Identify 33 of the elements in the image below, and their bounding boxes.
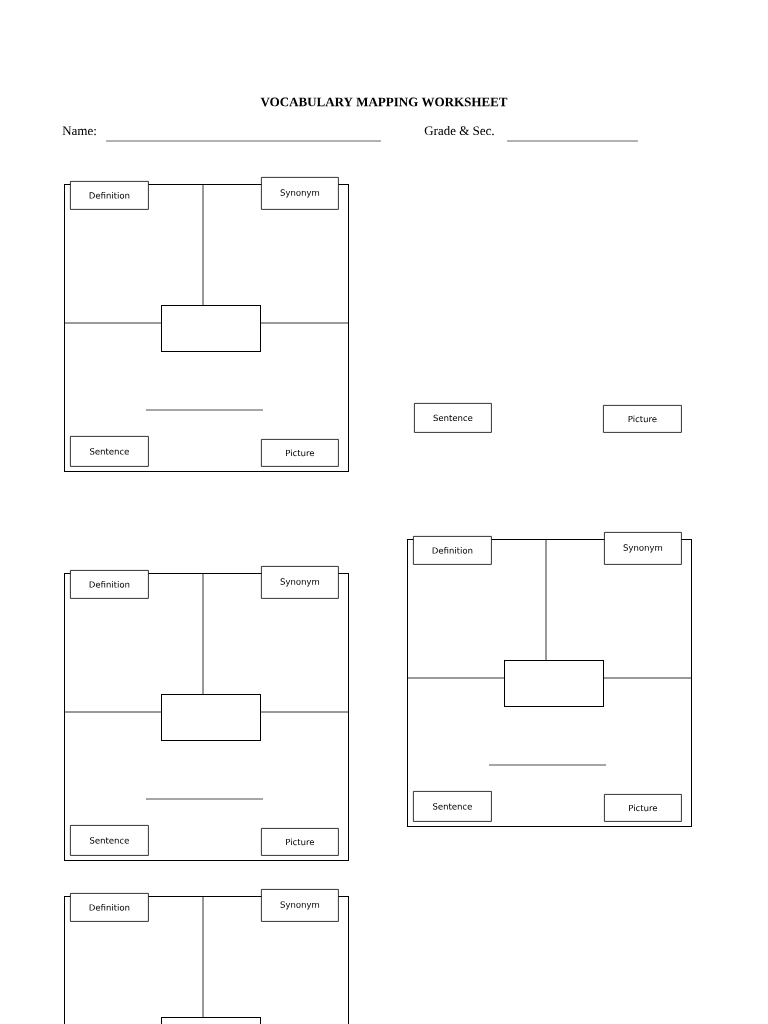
label-box: Picture (261, 828, 339, 856)
label-box: Sentence (70, 825, 149, 856)
label-box: Definition (413, 536, 492, 565)
label-box: Sentence (414, 403, 492, 433)
label-box: Sentence (70, 436, 149, 467)
label-box: Sentence (413, 791, 492, 822)
label-box: Synonym (261, 177, 339, 210)
connector-line (545, 538, 547, 661)
connector-line (259, 711, 349, 713)
label-box: Synonym (261, 566, 339, 599)
connector-line (202, 183, 204, 306)
field-label: Grade & Sec. (424, 126, 494, 136)
label-box: Definition (70, 570, 149, 599)
connector-line (202, 572, 204, 695)
word-box (161, 1017, 261, 1024)
label-box: Picture (603, 405, 682, 433)
word-box (504, 660, 604, 707)
label-box: Synonym (604, 532, 682, 565)
label-box: Definition (70, 181, 149, 210)
connector-line (406, 677, 505, 679)
connector-line (259, 322, 349, 324)
label-box: Definition (70, 893, 149, 922)
field-label: Name: (62, 126, 96, 136)
word-box (161, 694, 261, 741)
label-box: Picture (261, 439, 339, 467)
connector-line (202, 895, 204, 1018)
title: VOCABULARY MAPPING WORKSHEET (260, 97, 508, 107)
connector-line (63, 322, 162, 324)
label-box: Picture (604, 794, 682, 822)
connector-line (602, 677, 692, 679)
connector-line (63, 711, 162, 713)
word-box (161, 305, 261, 352)
label-box: Synonym (261, 889, 339, 922)
